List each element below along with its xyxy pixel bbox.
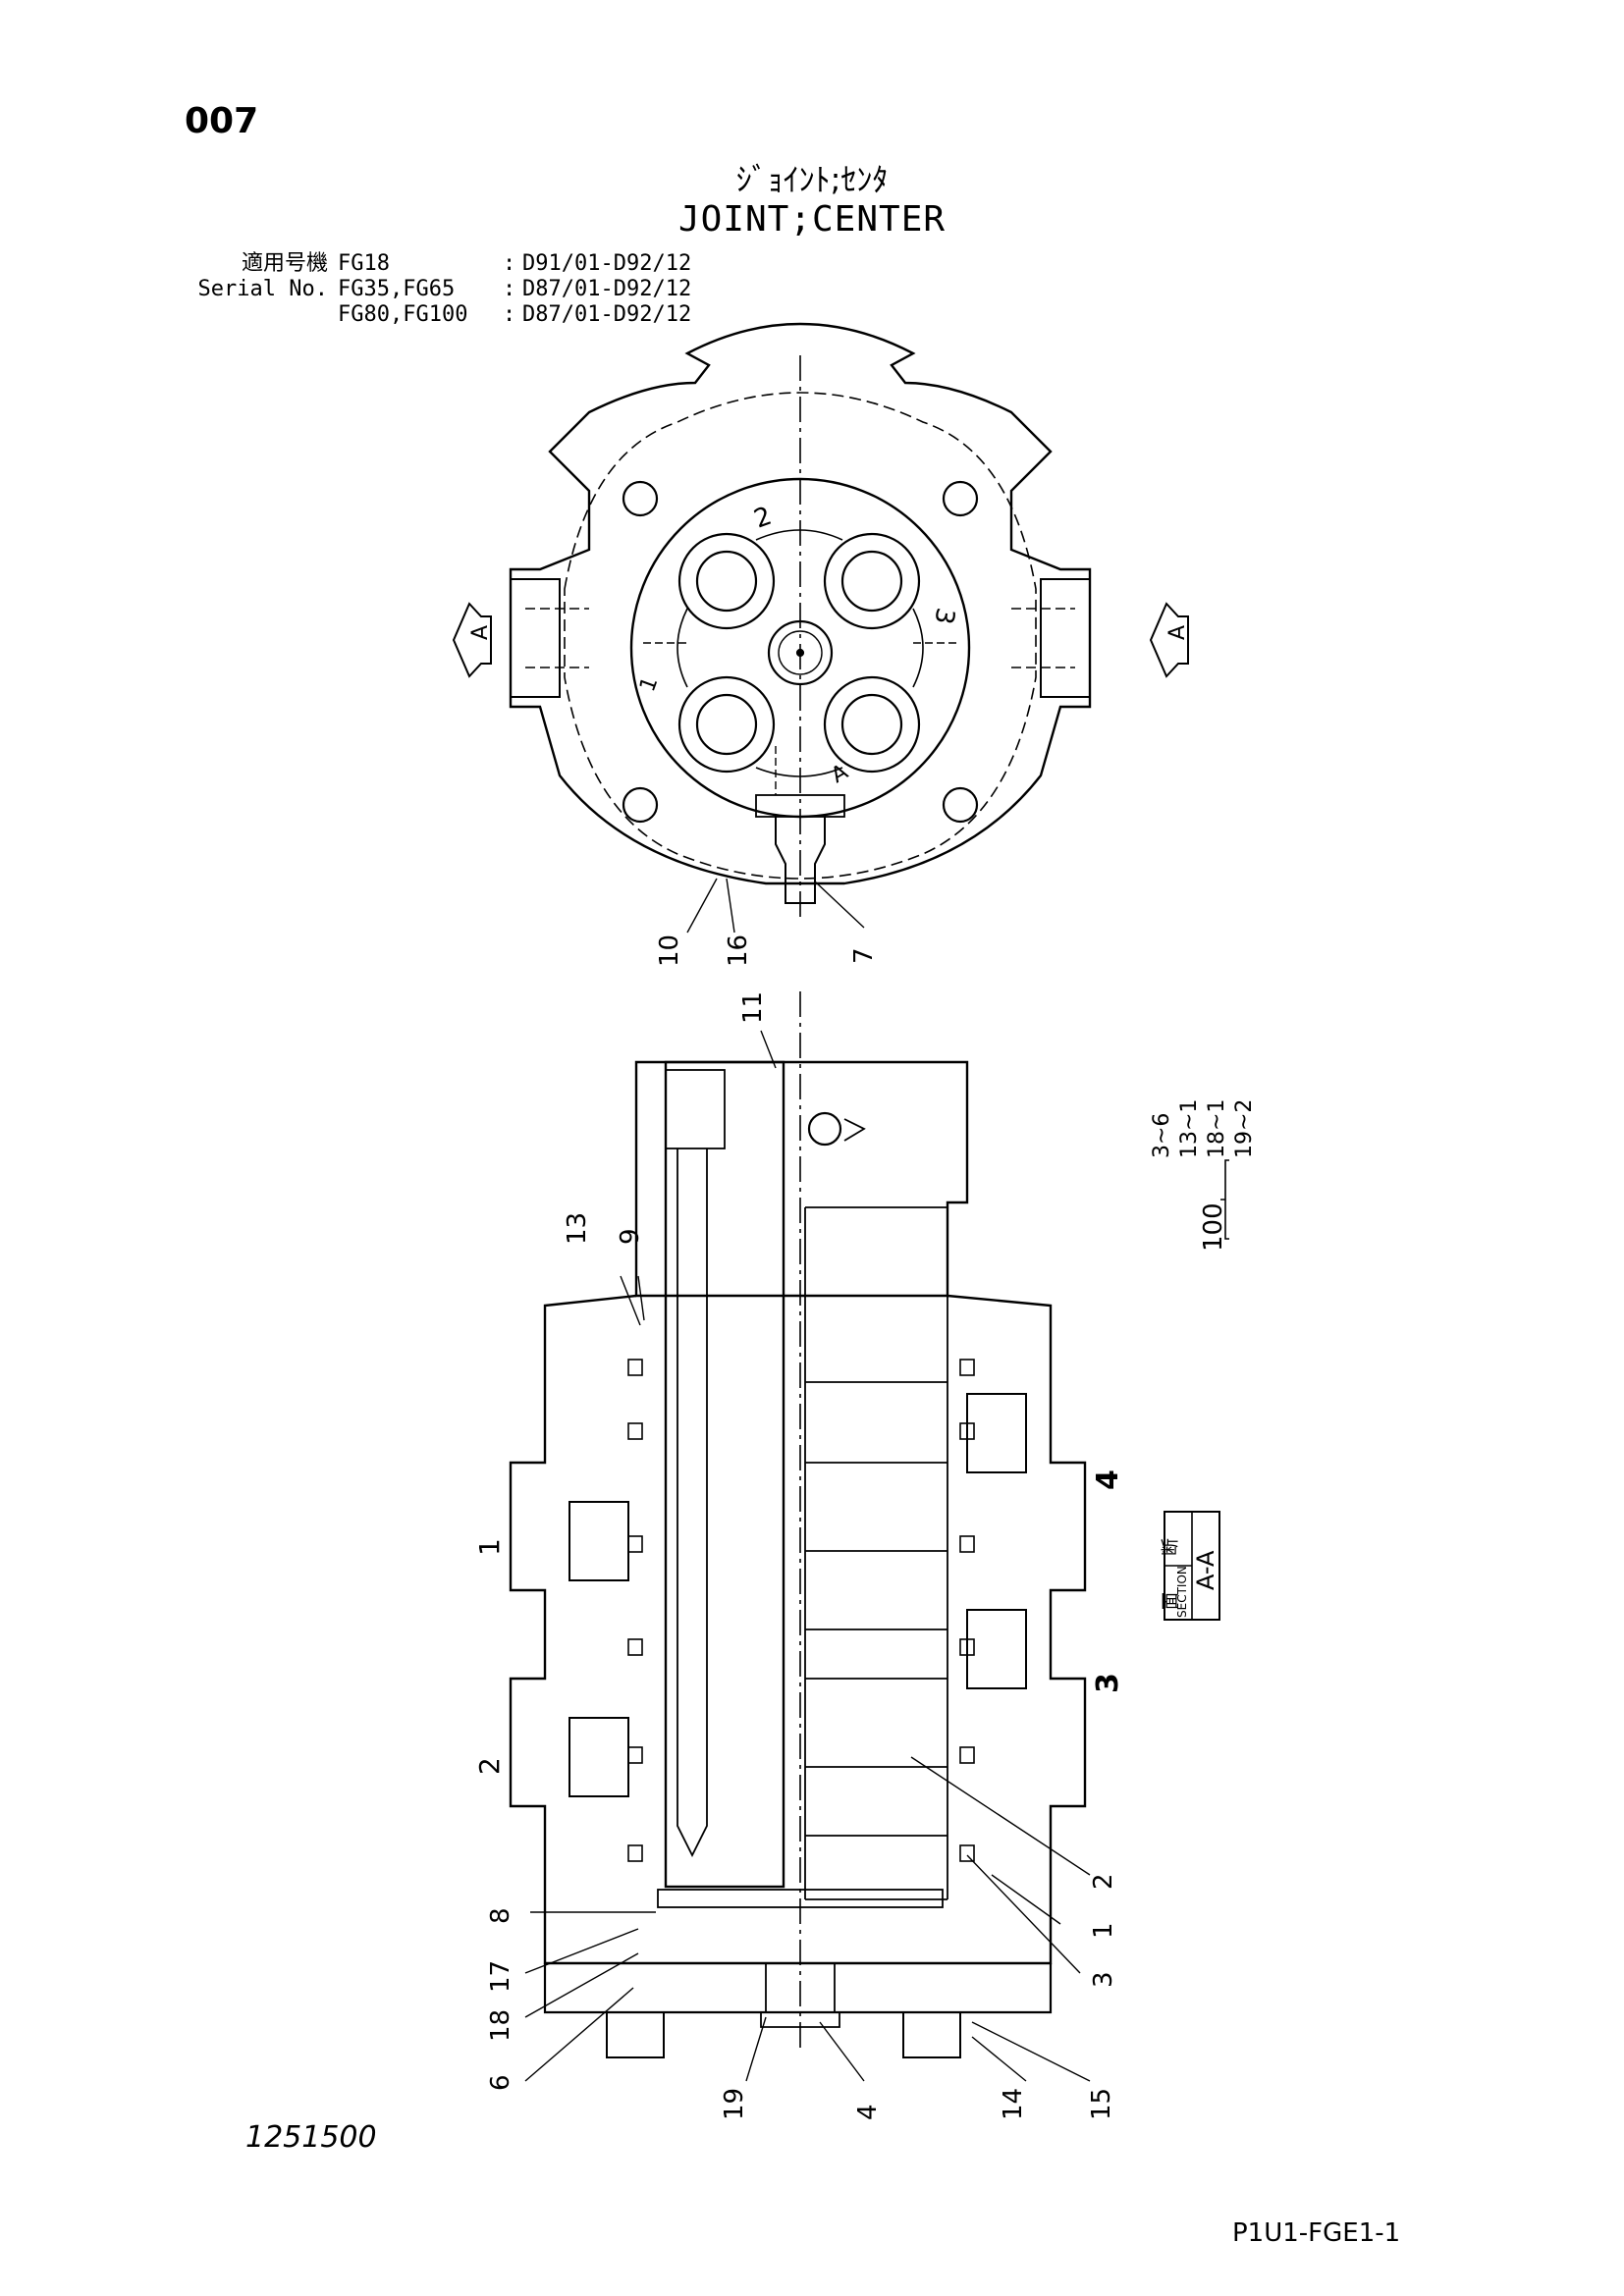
callout-16: 16 (724, 934, 753, 967)
port-label: 1 (635, 673, 663, 695)
section-label-jp-bottom: 面 (1161, 1592, 1181, 1610)
callout-9: 9 (616, 1228, 645, 1245)
callout-1: 1 (473, 1538, 506, 1556)
section-label-id: A-A (1192, 1550, 1219, 1590)
callout-8: 8 (486, 1907, 515, 1924)
serial-colon: : (503, 302, 516, 327)
callout-2: 2 (473, 1757, 506, 1775)
section-label: 断 面 SECTION A-A (1161, 1511, 1220, 1621)
serial-range: D87/01-D92/12 (522, 302, 692, 327)
callout-4-bottom: 4 (853, 2104, 883, 2120)
callout-3-lower-right: 3 (1089, 1971, 1118, 1988)
left-seals (627, 1359, 643, 1862)
serial-model: FG35,FG65 (338, 277, 456, 301)
callout-19: 19 (720, 2088, 749, 2120)
assembly-item: 13~1 (1177, 1099, 1202, 1158)
assembly-item: 19~2 (1232, 1099, 1257, 1158)
callout-7: 7 (849, 947, 879, 964)
callout-17: 17 (486, 1960, 515, 1993)
callout-15: 15 (1087, 2088, 1116, 2120)
assembly-item: 3~6 (1150, 1113, 1174, 1158)
callout-18: 18 (486, 2009, 515, 2042)
port-group (677, 529, 924, 777)
drawing-number: 1251500 (245, 2120, 377, 2155)
serial-row: Serial No. FG35,FG65 : D87/01-D92/12 (185, 277, 692, 302)
serial-range: D91/01-D92/12 (522, 251, 692, 276)
page-code: P1U1-FGE1-1 (1232, 2218, 1401, 2248)
serial-label-en: Serial No. (197, 277, 328, 301)
callout-11: 11 (738, 991, 768, 1024)
section-arrow-right: A (1149, 602, 1190, 678)
serial-label-jp: 適用号機 (241, 251, 328, 276)
callout-3-right: 3 (1091, 1673, 1125, 1693)
callout-10: 10 (655, 934, 684, 967)
leader-lines (524, 1030, 1091, 2082)
callout-2-right: 2 (1089, 1873, 1118, 1890)
serial-row: FG80,FG100 : D87/01-D92/12 (185, 302, 691, 328)
section-label-en: SECTION (1175, 1566, 1189, 1618)
assembly-number: 100 (1199, 1202, 1228, 1252)
serial-range: D87/01-D92/12 (522, 277, 692, 301)
title-english: JOINT;CENTER (677, 199, 947, 240)
section-marker-right: A (1165, 625, 1190, 640)
groove-bands (804, 1206, 948, 1900)
callout-1-right: 1 (1089, 1922, 1118, 1939)
page-number: 007 (185, 101, 259, 141)
assembly-item: 18~1 (1205, 1099, 1229, 1158)
serial-colon: : (503, 277, 516, 301)
port-label: A (828, 760, 853, 788)
title-japanese: ｼﾞｮｲﾝﾄ;ｾﾝﾀ (735, 161, 889, 198)
section-arrow-left: A (452, 602, 493, 678)
callout-14: 14 (999, 2088, 1028, 2120)
top-view: A A 2 3 1 A 10 16 7 (452, 322, 1190, 967)
serial-row: 適用号機 FG18 : D91/01-D92/12 (185, 251, 691, 277)
port-label: 2 (750, 502, 776, 535)
serial-model: FG80,FG100 (338, 302, 468, 327)
callout-4-right: 4 (1091, 1469, 1125, 1490)
port-label: 3 (928, 606, 959, 627)
callout-13: 13 (563, 1212, 592, 1245)
callout-6: 6 (486, 2074, 515, 2091)
assembly-list: 100 3~6 13~1 18~1 19~2 (1150, 1099, 1257, 1252)
section-marker-left: A (468, 625, 493, 640)
serial-colon: : (503, 251, 516, 276)
serial-block: 適用号機 FG18 : D91/01-D92/12 Serial No. FG3… (185, 251, 692, 328)
serial-model: FG18 (338, 251, 390, 276)
section-view: 11 13 9 1 2 8 17 18 6 19 4 14 15 4 3 2 1… (473, 991, 1257, 2120)
section-label-jp-top: 断 (1161, 1538, 1181, 1556)
